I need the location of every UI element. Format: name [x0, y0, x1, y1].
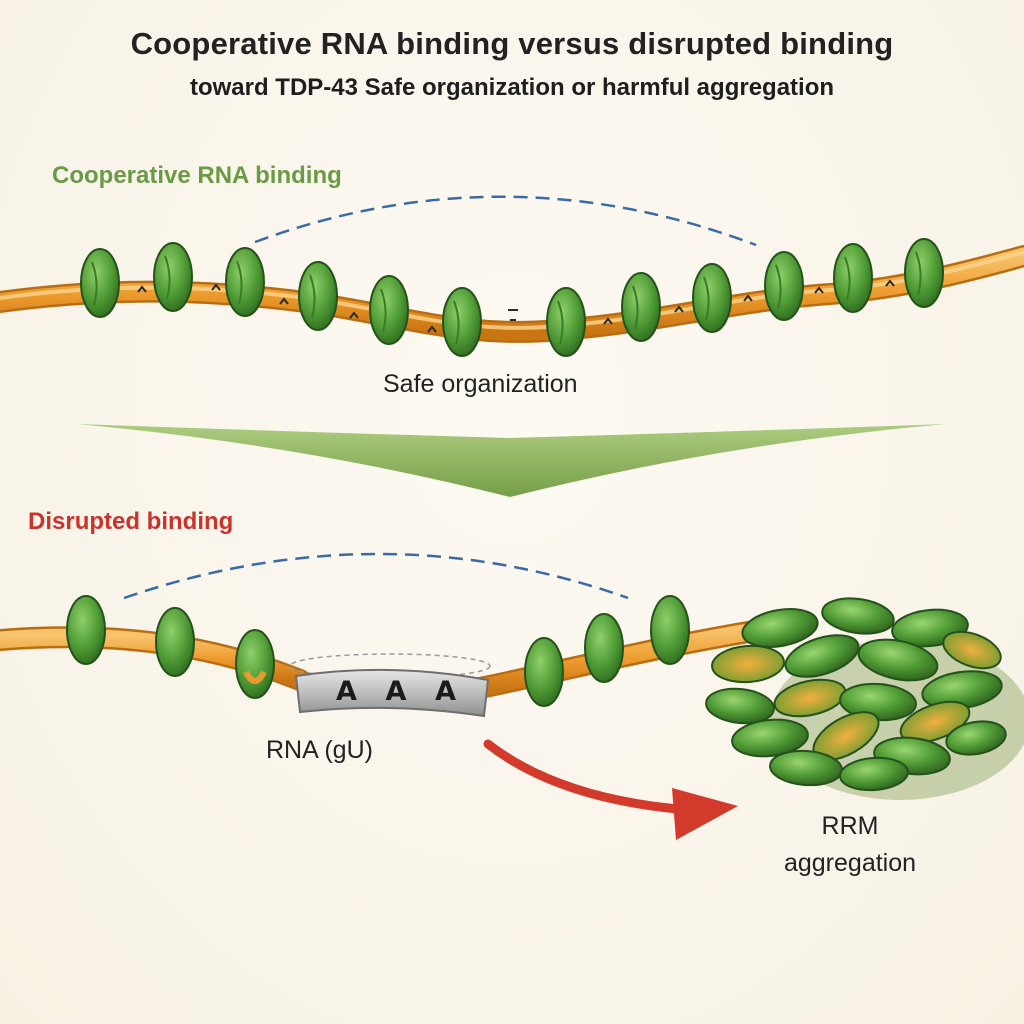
rrm-aggregate-cluster: [705, 597, 1024, 800]
bottom-protein-row: [66, 595, 690, 707]
protein-icon: [584, 613, 624, 683]
rna-caption: RNA (gU): [266, 736, 373, 764]
protein-icon: [764, 251, 804, 321]
rrm-caption-line2: aggregation: [783, 849, 917, 877]
aggregate-protein-icon: [839, 756, 909, 792]
protein-icon: [235, 629, 275, 699]
aggregate-protein-icon: [857, 638, 939, 682]
aggregate-protein-icon: [784, 634, 860, 678]
rrm-aggregation-caption: RRM aggregation: [760, 808, 940, 882]
bottom-dashed-arc: [123, 552, 629, 600]
protein-icon: [369, 275, 409, 345]
protein-icon: [692, 263, 732, 333]
protein-icon: [153, 242, 193, 312]
rna-letter: A: [336, 676, 357, 707]
disrupted-binding-label: Disrupted binding: [28, 508, 234, 535]
cooperative-binding-label: Cooperative RNA binding: [52, 162, 342, 189]
protein-icon: [442, 287, 482, 357]
top-protein-row: [80, 238, 944, 357]
rrm-caption-line1: RRM: [821, 812, 879, 840]
top-dashed-arc: [254, 195, 757, 247]
protein-icon: [650, 595, 690, 665]
top-binding-marks: [137, 279, 895, 333]
rna-letter: A: [435, 676, 456, 707]
diagram-title: Cooperative RNA binding versus disrupted…: [130, 26, 894, 61]
protein-icon: [80, 248, 120, 318]
aggregate-protein-icon: [945, 720, 1007, 756]
rna-exposed-segment: [289, 653, 491, 718]
protein-icon: [621, 272, 661, 342]
protein-icon: [833, 243, 873, 313]
aggregate-protein-icon: [711, 644, 785, 684]
rna-letters: A A A: [336, 676, 456, 707]
aggregate-protein-icon: [731, 718, 809, 758]
aggregate-protein-icon: [942, 630, 1002, 670]
protein-icon: [66, 595, 106, 665]
protein-icon: [225, 247, 265, 317]
protein-icon: [155, 607, 195, 677]
protein-icon: [298, 261, 338, 331]
diagram-subtitle: toward TDP-43 Safe organization or harmf…: [189, 74, 835, 101]
protein-icon: [524, 637, 564, 707]
aggregate-protein-icon: [821, 597, 895, 635]
transition-funnel: [76, 424, 946, 497]
aggregation-arrow-icon: [483, 739, 738, 840]
safe-organization-caption: Safe organization: [383, 370, 578, 398]
aggregate-protein-icon: [705, 687, 775, 725]
aggregate-protein-icon: [741, 608, 819, 648]
protein-icon: [546, 287, 586, 357]
protein-icon: [904, 238, 944, 308]
rna-letter: A: [385, 676, 407, 707]
